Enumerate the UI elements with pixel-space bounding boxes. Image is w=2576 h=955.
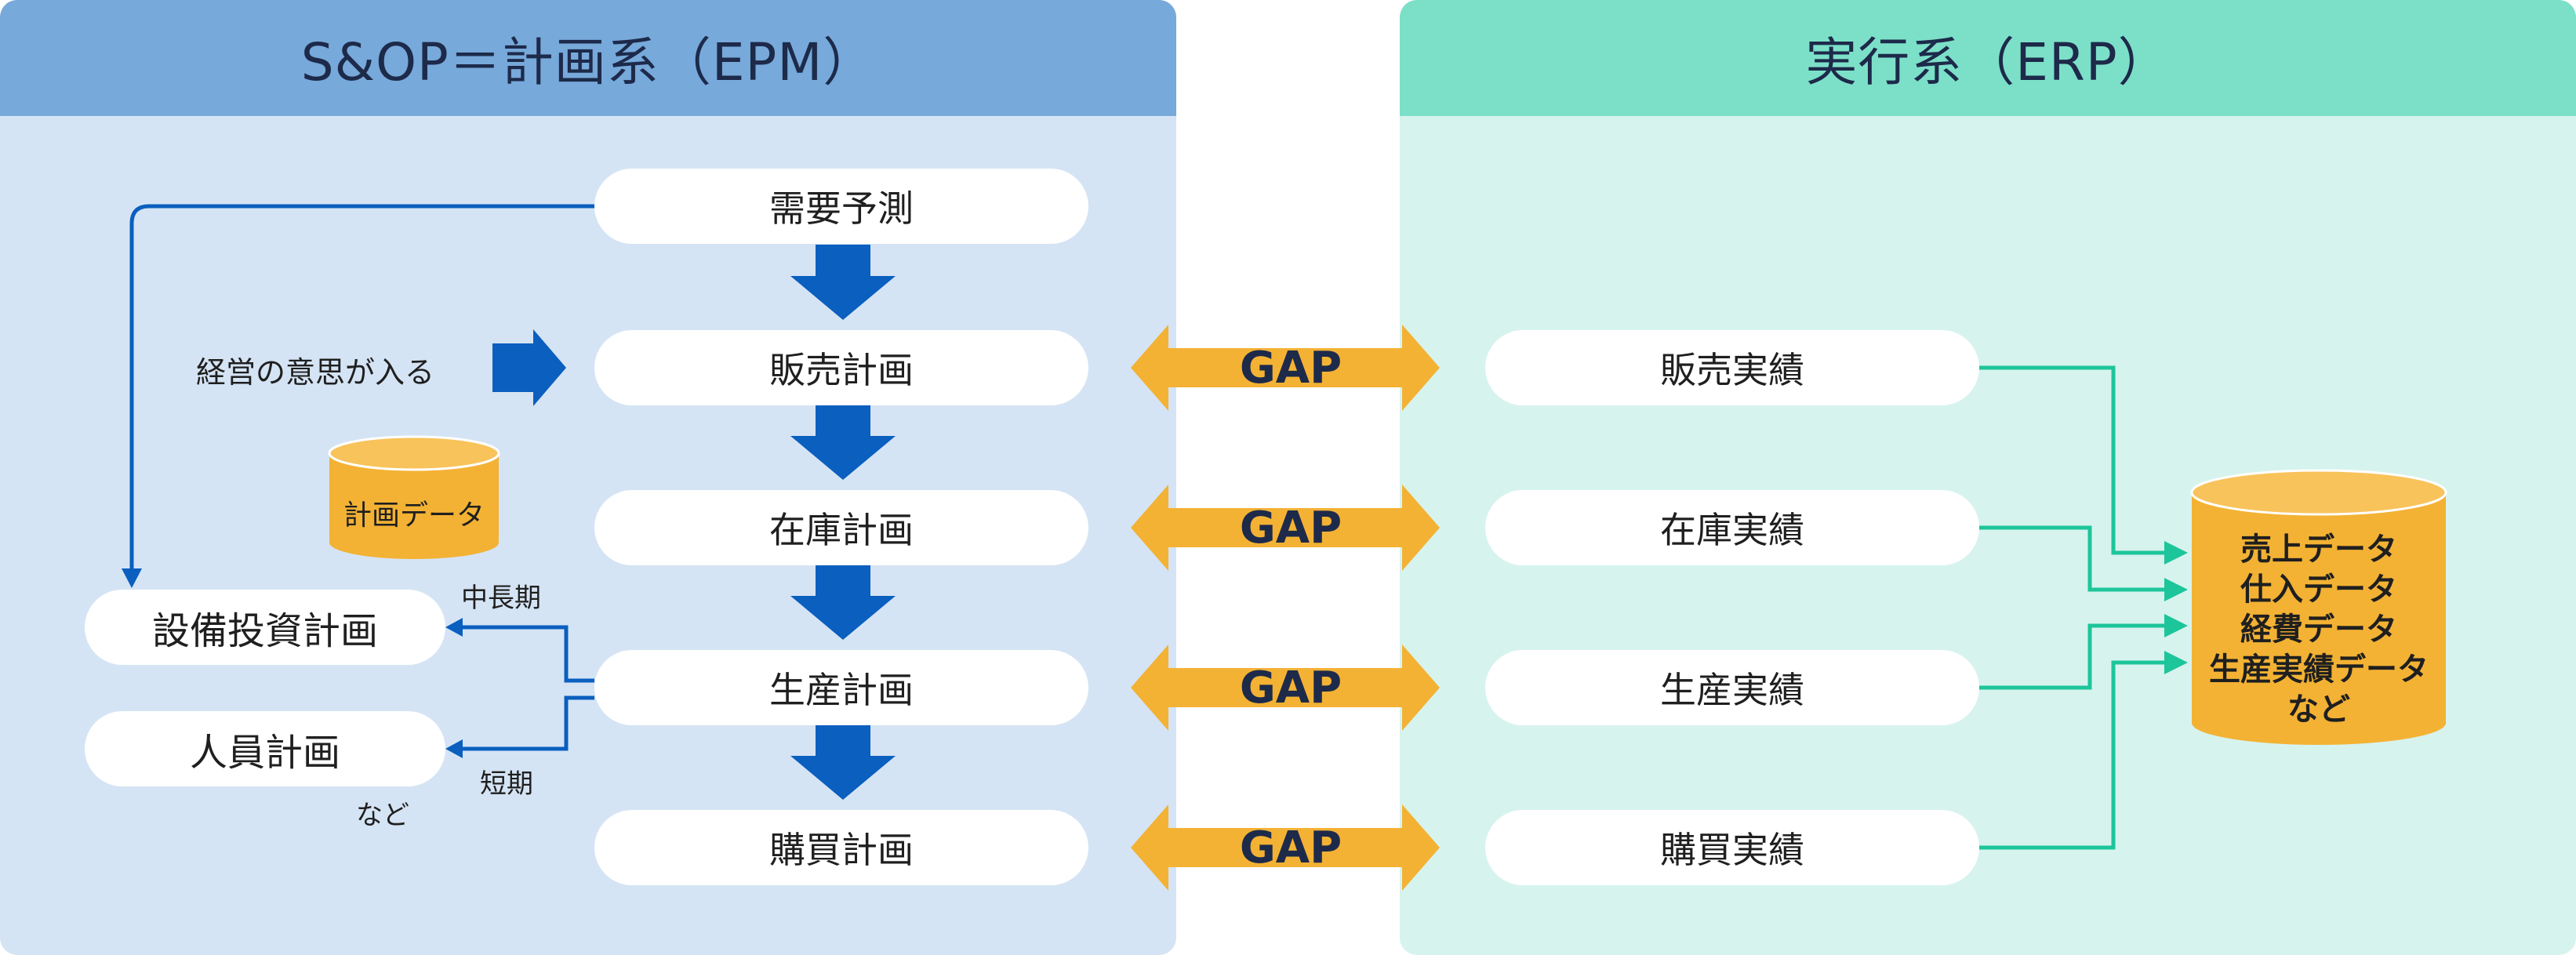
staff-plan: 人員計画	[85, 711, 445, 786]
production-to-staff-arrowhead	[445, 739, 463, 758]
down-arrow-4	[790, 724, 896, 800]
down-arrow-3	[790, 565, 896, 640]
exec-panel-title: 実行系（ERP）	[1400, 0, 2576, 116]
gap-label-sales: GAP	[1239, 342, 1342, 394]
db-line-expense-data: 経費データ	[2240, 612, 2397, 648]
result-purchase: 購買実績	[1485, 810, 1979, 885]
production-result-line	[1979, 623, 2168, 690]
gap-label-inventory: GAP	[1239, 502, 1342, 554]
gap-arrow-1	[1131, 325, 1440, 411]
production-to-capex-line	[463, 625, 594, 683]
production-to-capex-arrowhead	[445, 618, 463, 637]
plan-panel: S&OP＝計画系（EPM）	[0, 0, 1176, 955]
gap-arrow-2	[1131, 485, 1440, 571]
management-input-arrow	[492, 329, 566, 406]
db-line-sales-data: 売上データ	[2240, 532, 2397, 568]
capex-plan: 設備投資計画	[85, 590, 445, 665]
flow-sales-plan: 販売計画	[594, 330, 1088, 405]
actuals-db-shape	[2190, 469, 2447, 745]
result-connectors	[1979, 365, 2168, 850]
gap-label-purchase: GAP	[1239, 822, 1342, 873]
down-arrow-1	[790, 245, 896, 320]
inventory-result-line	[1979, 525, 2168, 592]
actuals-db-label: 売上データ 仕入データ 経費データ 生産実績データ など	[2192, 530, 2446, 730]
forecast-to-capex-arrowhead	[122, 568, 142, 588]
db-line-production-data: 生産実績データ	[2209, 652, 2429, 688]
flow-production-plan: 生産計画	[594, 650, 1088, 725]
production-to-staff-line	[463, 695, 594, 751]
forecast-to-capex-line	[129, 204, 594, 572]
sales-result-line	[1979, 365, 2168, 555]
mid-long-term-label: 中長期	[461, 583, 541, 614]
down-arrow-2	[790, 405, 896, 480]
gap-arrows	[1131, 325, 1440, 891]
result-production: 生産実績	[1485, 650, 1979, 725]
purchase-result-line	[1979, 660, 2168, 850]
side-plans-etc: など	[356, 800, 409, 831]
flow-down-arrows	[790, 245, 896, 800]
gap-arrow-4	[1131, 804, 1440, 891]
result-sales: 販売実績	[1485, 330, 1979, 405]
management-input-label: 経営の意思が入る	[196, 355, 435, 390]
flow-purchase-plan: 購買計画	[594, 810, 1088, 885]
plan-data-db-shape	[328, 435, 500, 559]
short-term-label: 短期	[480, 768, 533, 800]
db-line-etc: など	[2287, 692, 2350, 728]
gap-arrow-3	[1131, 645, 1440, 731]
flow-demand-forecast: 需要予測	[594, 169, 1088, 244]
plan-panel-title: S&OP＝計画系（EPM）	[0, 0, 1176, 116]
result-inventory: 在庫実績	[1485, 490, 1979, 565]
flow-inventory-plan: 在庫計画	[594, 490, 1088, 565]
db-line-purchase-data: 仕入データ	[2240, 572, 2397, 608]
gap-label-production: GAP	[1239, 662, 1342, 714]
result-connector-arrowheads	[2164, 541, 2188, 674]
plan-data-db-label: 計画データ	[343, 499, 485, 532]
